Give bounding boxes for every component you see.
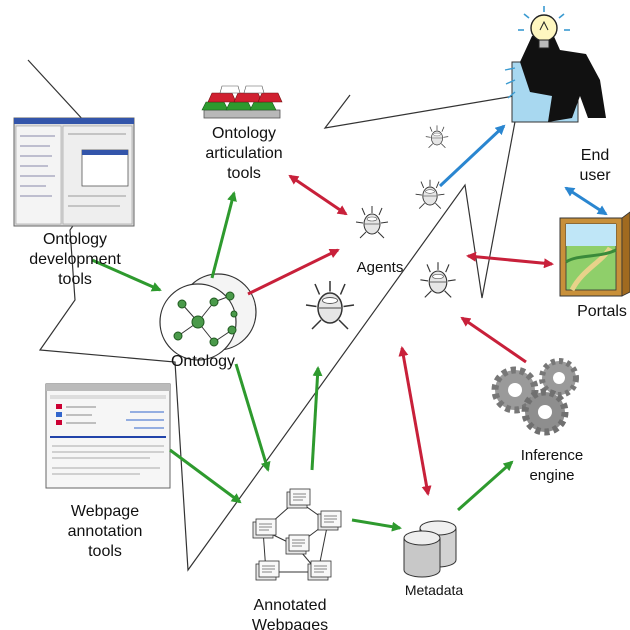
arrow-metadata-to-inference [457, 460, 514, 512]
label-end-user: End user [579, 147, 611, 184]
blue-arrows [438, 124, 608, 216]
document-network-icon [252, 488, 342, 581]
label-annotated-webpages: Annotated Webpages [251, 597, 329, 630]
agent-icon-3 [355, 205, 389, 239]
arrow-metadata-agents [398, 346, 432, 496]
red-arrows [247, 174, 554, 496]
portal-door-icon [559, 211, 630, 297]
arrow-annotated-to-agent [310, 366, 323, 471]
ontology-editor-screenshot-icon [13, 117, 135, 227]
arrow-enduser-portals [564, 186, 608, 216]
arrow-ontology-to-articulation [210, 191, 237, 279]
arrow-agent-to-enduser [438, 124, 506, 188]
label-agents: Agents [356, 259, 404, 276]
articulation-blocks-icon [201, 85, 283, 119]
gears-icon [491, 358, 579, 436]
database-icon [403, 520, 457, 578]
arrow-inference-to-agents [460, 316, 527, 364]
arrow-ontology-to-agents [247, 248, 340, 296]
agent-icon-5 [305, 280, 355, 330]
arrow-devtools-to-ontology [91, 258, 162, 292]
frame-line [27, 59, 521, 572]
label-portals: Portals [577, 303, 627, 320]
webpage-screenshot-icon [45, 383, 171, 489]
label-metadata: Metadata [404, 582, 464, 598]
label-ontology-articulation-tools: Ontology articulation tools [205, 125, 283, 182]
agent-icon-1 [425, 125, 449, 149]
green-arrows [91, 191, 514, 532]
arrow-agents-portals [466, 251, 554, 269]
idea-person-icon [504, 6, 606, 123]
label-ontology: Ontology [170, 353, 236, 370]
arrow-webannotation-to-annotated [169, 448, 242, 504]
label-inference-engine: Inference engine [520, 447, 584, 484]
ontology-graph-icon [159, 273, 257, 361]
arrow-ontology-to-annotated [234, 363, 271, 472]
arrow-articulation-agents [288, 174, 348, 216]
agent-icon-4 [419, 261, 457, 298]
label-ontology-development-tools: Ontology development tools [29, 231, 121, 288]
label-webpage-annotation-tools: Webpage annotation tools [67, 503, 143, 560]
arrow-annotated-to-metadata [351, 518, 402, 532]
